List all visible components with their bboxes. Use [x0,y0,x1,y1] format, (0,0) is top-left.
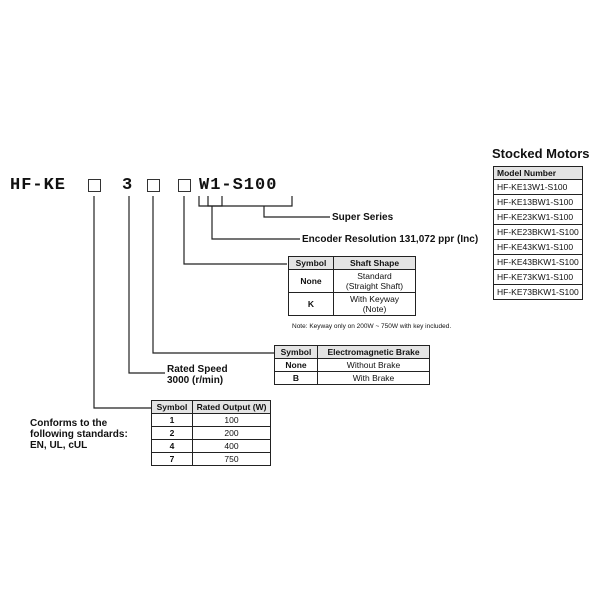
value-line1: Standard [357,271,392,281]
leader-shaft [183,196,287,265]
header-brake: Electromagnetic Brake [317,345,430,359]
output-symbol-box [88,179,101,192]
table-row: HF-KE43KW1-S100 [493,239,583,255]
header-symbol: Symbol [288,256,334,270]
symbol-cell: None [288,269,334,293]
conforms-line2: following standards: [30,429,128,440]
conforms-label: Conforms to the following standards: EN,… [30,418,128,451]
underline-s100 [207,196,293,207]
table-row: HF-KE23KW1-S100 [493,209,583,225]
table-row: 4 400 [151,439,271,453]
model-cell: HF-KE13W1-S100 [493,179,583,195]
header-shaft-shape: Shaft Shape [333,256,416,270]
value-line2: (Straight Shaft) [345,281,404,291]
value-cell: 200 [192,426,271,440]
table-row: HF-KE73KW1-S100 [493,269,583,285]
model-prefix: HF-KE [10,176,67,195]
value-cell: 400 [192,439,271,453]
model-suffix: W1-S100 [199,176,278,195]
leader-speed [128,196,165,374]
model-cell: HF-KE43BKW1-S100 [493,254,583,270]
symbol-cell: None [274,358,318,372]
rated-output-table: Symbol Rated Output (W) 1 100 2 200 4 40… [151,400,271,466]
table-header-row: Symbol Rated Output (W) [151,400,271,414]
table-row: HF-KE13W1-S100 [493,179,583,195]
model-cell: HF-KE73BKW1-S100 [493,284,583,300]
symbol-cell: 1 [151,413,193,427]
value-cell: 100 [192,413,271,427]
rated-speed-label: Rated Speed 3000 (r/min) [167,364,228,386]
encoder-label: Encoder Resolution 131,072 ppr (Inc) [302,234,479,245]
shaft-symbol-box [178,179,191,192]
conforms-line3: EN, UL, cUL [30,440,88,451]
model-cell: HF-KE73KW1-S100 [493,269,583,285]
table-row: HF-KE13BW1-S100 [493,194,583,210]
symbol-cell: B [274,371,318,385]
value-cell: With Keyway (Note) [333,292,416,316]
underline-w1 [198,196,223,207]
shaft-shape-table: Symbol Shaft Shape None Standard (Straig… [288,256,416,316]
symbol-cell: 4 [151,439,193,453]
symbol-cell: 7 [151,452,193,466]
keyway-note: Note: Keyway only on 200W ~ 750W with ke… [292,323,452,330]
header-rated-output: Rated Output (W) [192,400,271,414]
rated-speed-line2: 3000 (r/min) [167,375,224,386]
table-row: K With Keyway (Note) [288,292,416,316]
header-symbol: Symbol [274,345,318,359]
model-cell: HF-KE13BW1-S100 [493,194,583,210]
leader-super-series [263,206,330,218]
table-row: 1 100 [151,413,271,427]
brake-table: Symbol Electromagnetic Brake None Withou… [274,345,430,385]
symbol-cell: K [288,292,334,316]
model-cell: HF-KE23BKW1-S100 [493,224,583,240]
stocked-motors-title: Stocked Motors [492,146,590,161]
value-cell: Without Brake [317,358,430,372]
leader-encoder [211,206,300,240]
symbol-cell: 2 [151,426,193,440]
value-cell: Standard (Straight Shaft) [333,269,416,293]
table-row: None Without Brake [274,358,430,372]
brake-symbol-box [147,179,160,192]
model-cell: HF-KE23KW1-S100 [493,209,583,225]
table-row: HF-KE23BKW1-S100 [493,224,583,240]
table-row: HF-KE73BKW1-S100 [493,284,583,300]
table-row: 2 200 [151,426,271,440]
header-model-number: Model Number [493,166,583,180]
rated-speed-line1: Rated Speed [167,364,228,375]
value-cell: 750 [192,452,271,466]
super-series-label: Super Series [332,212,394,223]
table-row: 7 750 [151,452,271,466]
conforms-line1: Conforms to the [30,418,108,429]
leader-output [93,196,151,409]
header-symbol: Symbol [151,400,193,414]
table-row: HF-KE43BKW1-S100 [493,254,583,270]
value-cell: With Brake [317,371,430,385]
leader-brake [152,196,274,354]
model-cell: HF-KE43KW1-S100 [493,239,583,255]
table-header-row: Symbol Electromagnetic Brake [274,345,430,359]
table-row: None Standard (Straight Shaft) [288,269,416,293]
table-header-row: Model Number [493,166,583,180]
model-speed-digit: 3 [122,176,134,195]
table-row: B With Brake [274,371,430,385]
stocked-motors-table: Model Number HF-KE13W1-S100 HF-KE13BW1-S… [493,166,583,300]
table-header-row: Symbol Shaft Shape [288,256,416,270]
